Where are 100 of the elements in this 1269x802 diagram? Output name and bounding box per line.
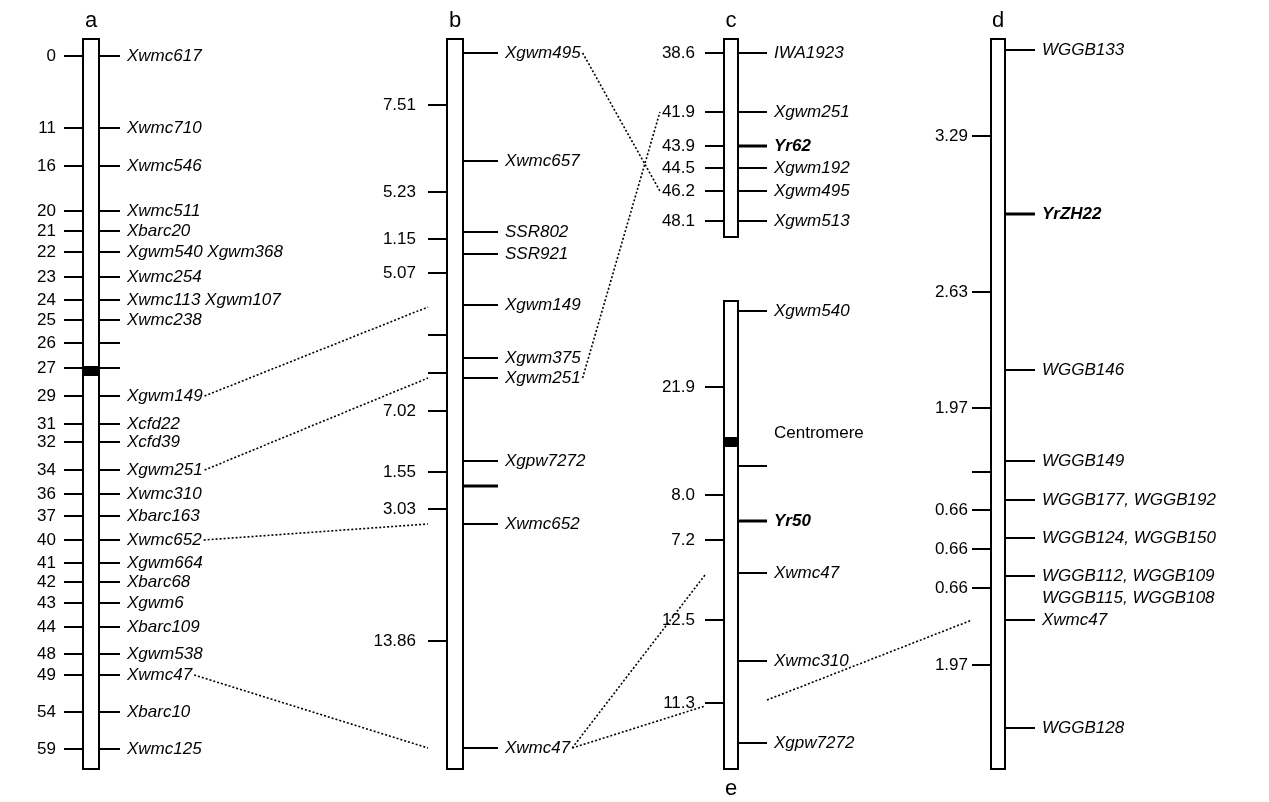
marker-name: Xwmc125 xyxy=(127,739,202,759)
position-value: 1.15 xyxy=(382,229,416,249)
marker-name: Xwmc310 xyxy=(774,651,849,671)
position-value: 54 xyxy=(37,702,56,722)
position-value: 1.55 xyxy=(382,462,416,482)
position-value: 1.97 xyxy=(934,655,968,675)
dotted-connector xyxy=(202,523,429,541)
marker-name: Xbarc10 xyxy=(127,702,191,722)
marker-name: Xgwm375 xyxy=(505,348,581,368)
marker-name: Xcfd39 xyxy=(127,432,180,452)
marker-name: Xwmc47 xyxy=(774,563,840,583)
position-value: 41.9 xyxy=(661,102,695,122)
marker-name: Xwmc47 xyxy=(505,738,571,758)
marker-name: Xwmc657 xyxy=(505,151,580,171)
marker-name: Xgwm538 xyxy=(127,644,203,664)
marker-name: Xgwm540 Xgwm368 xyxy=(127,242,283,262)
marker-name: WGGB128 xyxy=(1042,718,1125,738)
marker-name: Xgwm513 xyxy=(774,211,850,231)
position-value: 32 xyxy=(37,432,56,452)
marker-name: Xbarc109 xyxy=(127,617,200,637)
position-value: 31 xyxy=(37,414,56,434)
position-value: 26 xyxy=(37,333,56,353)
marker-name: Xwmc47 xyxy=(127,665,193,685)
marker-name: WGGB146 xyxy=(1042,360,1125,380)
chromosome-letter: a xyxy=(84,8,98,32)
position-value: 20 xyxy=(37,201,56,221)
position-value: 40 xyxy=(37,530,56,550)
marker-name: YrZH22 xyxy=(1042,204,1102,224)
marker-name: Xgpw7272 xyxy=(774,733,855,753)
position-value: 48 xyxy=(37,644,56,664)
position-value: 44.5 xyxy=(661,158,695,178)
marker-name: SSR802 xyxy=(505,222,569,242)
position-value: 7.2 xyxy=(671,530,695,550)
position-value: 11 xyxy=(38,118,56,138)
marker-name: Xwmc47 xyxy=(1042,610,1108,630)
marker-name: Xcfd22 xyxy=(127,414,180,434)
marker-name: Xgwm495 xyxy=(774,181,850,201)
position-value: 23 xyxy=(37,267,56,287)
marker-name: Xwmc254 xyxy=(127,267,202,287)
position-value: 41 xyxy=(37,553,56,573)
marker-name: WGGB177, WGGB192 xyxy=(1042,490,1216,510)
position-value: 2.63 xyxy=(934,282,968,302)
position-value: 11.3 xyxy=(663,693,695,713)
position-value: 22 xyxy=(37,242,56,262)
position-value: 59 xyxy=(37,739,56,759)
position-value: 3.03 xyxy=(382,499,416,519)
dotted-connector xyxy=(571,574,706,749)
marker-name: Xwmc546 xyxy=(127,156,202,176)
marker-name: Xbarc20 xyxy=(127,221,191,241)
marker-name: Xgwm149 xyxy=(127,386,203,406)
position-value: 8.0 xyxy=(671,485,695,505)
position-value: 29 xyxy=(37,386,56,406)
dotted-connector xyxy=(203,306,429,397)
position-value: 44 xyxy=(37,617,56,637)
dotted-connector xyxy=(203,377,429,471)
position-value: 27 xyxy=(37,358,56,378)
position-value: 38.6 xyxy=(661,43,695,63)
marker-name: WGGB115, WGGB108 xyxy=(1042,588,1215,608)
chromosome-letter: b xyxy=(448,8,462,32)
position-value: 0 xyxy=(46,46,56,66)
position-value: 34 xyxy=(37,460,56,480)
marker-name: Xgwm251 xyxy=(127,460,203,480)
chromosome-letter: d xyxy=(991,8,1005,32)
dotted-connector xyxy=(571,705,706,749)
marker-name: WGGB149 xyxy=(1042,451,1125,471)
marker-name: IWA1923 xyxy=(774,43,844,63)
marker-name: Xgwm540 xyxy=(774,301,850,321)
position-value: 24 xyxy=(37,290,56,310)
position-value: 3.29 xyxy=(934,126,968,146)
position-value: 5.23 xyxy=(382,182,416,202)
marker-name: WGGB133 xyxy=(1042,40,1125,60)
position-value: 49 xyxy=(37,665,56,685)
position-value: 12.5 xyxy=(661,610,695,630)
marker-name: Xgwm251 xyxy=(505,368,581,388)
marker-name: Xwmc652 xyxy=(505,514,580,534)
marker-name: Xwmc710 xyxy=(127,118,202,138)
marker-name: Xwmc511 xyxy=(127,201,201,221)
position-value: 43.9 xyxy=(661,136,695,156)
marker-name: Xwmc617 xyxy=(127,46,202,66)
position-value: 46.2 xyxy=(661,181,695,201)
marker-name: Xgwm6 xyxy=(127,593,184,613)
position-value: 1.97 xyxy=(934,398,968,418)
position-value: 7.02 xyxy=(382,401,416,421)
position-value: 37 xyxy=(37,506,56,526)
chromosome-letter: c xyxy=(725,8,737,32)
position-value: 21 xyxy=(37,221,56,241)
marker-name: Xwmc238 xyxy=(127,310,202,330)
position-value: 16 xyxy=(37,156,56,176)
marker-name: Xgwm192 xyxy=(774,158,850,178)
marker-name: Xgwm149 xyxy=(505,295,581,315)
marker-name: WGGB112, WGGB109 xyxy=(1042,566,1215,586)
dotted-connector xyxy=(193,674,429,749)
position-value: 13.86 xyxy=(373,631,416,651)
marker-name: Xwmc310 xyxy=(127,484,202,504)
position-value: 25 xyxy=(37,310,56,330)
marker-name: Xgwm664 xyxy=(127,553,203,573)
marker-name: SSR921 xyxy=(505,244,569,264)
marker-name: Yr62 xyxy=(774,136,811,156)
position-value: 0.66 xyxy=(934,500,968,520)
marker-name: Xbarc163 xyxy=(127,506,200,526)
